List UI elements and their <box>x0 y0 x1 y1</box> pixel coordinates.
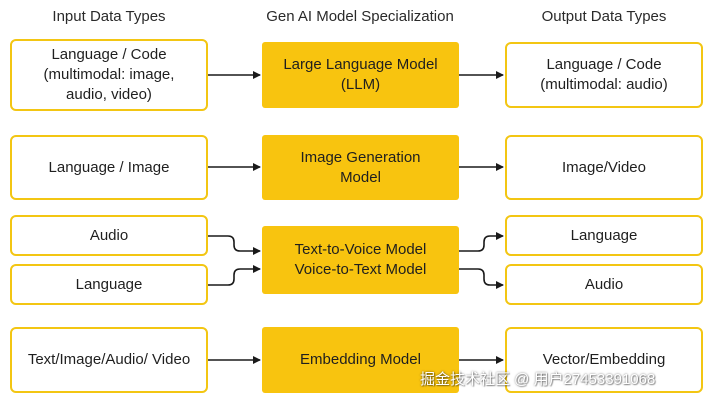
arrow-audio-in <box>208 235 261 255</box>
voice-model-box: Text-to-Voice Model Voice-to-Text Model <box>262 226 459 294</box>
image-output-box: Image/Video <box>505 135 703 200</box>
arrow-language-in <box>208 265 261 286</box>
watermark-text: 掘金技术社区 @ 用户2745339106​8 <box>420 371 656 388</box>
arrow-language-out <box>459 232 504 252</box>
llm-output-box: Language / Code (multimodal: audio) <box>505 42 703 108</box>
embedding-model-box: Embedding Model <box>262 327 459 393</box>
voice-output-audio-box: Audio <box>505 264 703 305</box>
arrow-audio-out <box>459 268 504 289</box>
llm-input-box: Language / Code (multimodal: image, audi… <box>10 39 208 111</box>
input-types-header: Input Data Types <box>52 8 166 25</box>
voice-input-language-box: Language <box>10 264 208 305</box>
image-model-box: Image Generation Model <box>262 135 459 200</box>
llm-model-box: Large Language Model (LLM) <box>262 42 459 108</box>
embedding-output-box: Vector/Embedding <box>505 327 703 393</box>
model-specialization-header: Gen AI Model Specialization <box>266 8 454 25</box>
voice-input-audio-box: Audio <box>10 215 208 256</box>
image-input-box: Language / Image <box>10 135 208 200</box>
output-types-header: Output Data Types <box>541 8 667 25</box>
voice-output-language-box: Language <box>505 215 703 256</box>
embedding-input-box: Text/Image/Audio/ Video <box>10 327 208 393</box>
